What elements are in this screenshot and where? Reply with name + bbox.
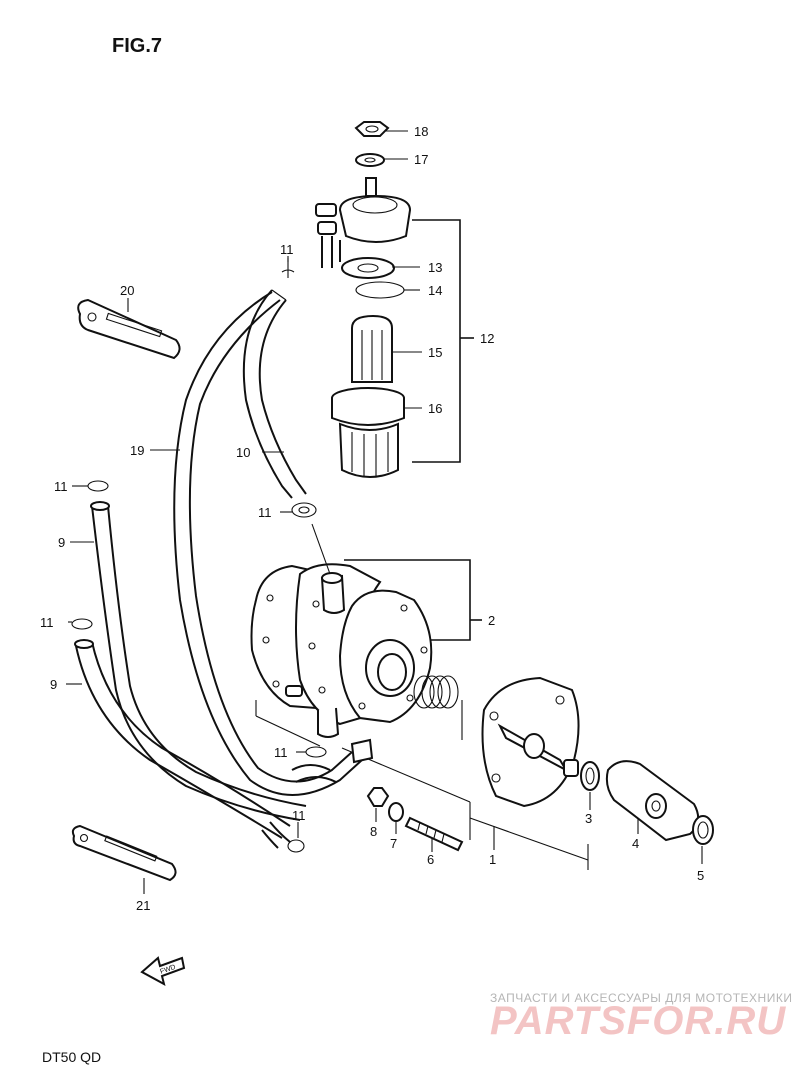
callout-bracket-2 — [344, 559, 471, 641]
gasket-5 — [692, 815, 714, 845]
clip-11-a — [87, 480, 109, 492]
clip-11-e — [287, 839, 305, 853]
callout-5: 5 — [697, 868, 704, 883]
fwd-arrow-icon: FWD — [140, 956, 186, 986]
band-20 — [77, 298, 181, 360]
clip-11-d — [305, 746, 327, 758]
callout-10: 10 — [236, 445, 250, 460]
callout-14: 14 — [428, 283, 442, 298]
callout-20: 20 — [120, 283, 134, 298]
hose-9-lower — [75, 645, 283, 839]
filter-element-15 — [351, 314, 393, 383]
callout-12: 12 — [480, 331, 494, 346]
nut-8 — [366, 787, 390, 807]
watermark-brand: PARTSFOR.RU — [490, 999, 786, 1043]
clip-11-c — [71, 618, 93, 630]
nut-18 — [354, 121, 390, 137]
fitting-lower — [350, 738, 374, 764]
callout-2: 2 — [488, 613, 495, 628]
gasket-3 — [580, 761, 600, 791]
fuel-pump-2 — [250, 523, 433, 738]
callout-11-bottom: 11 — [292, 808, 306, 823]
spring — [413, 675, 459, 709]
callout-11-top: 11 — [280, 242, 294, 257]
washer-7 — [388, 802, 404, 822]
callout-bracket-1 — [255, 700, 589, 870]
hose-9-upper — [91, 505, 301, 821]
callout-19: 19 — [130, 443, 144, 458]
callout-11-low: 11 — [274, 745, 288, 760]
callout-11-left-lower: 11 — [40, 615, 54, 630]
fuel-filter-assembly — [315, 121, 474, 478]
callout-9-upper: 9 — [58, 535, 65, 550]
pump-cover — [481, 676, 580, 808]
callout-11-mid: 11 — [258, 505, 272, 520]
figure-title: FIG.7 — [112, 35, 162, 57]
filter-cup-16 — [331, 387, 405, 478]
seal-13 — [341, 257, 395, 279]
stud-6 — [404, 816, 464, 852]
hose-10 — [258, 299, 307, 495]
valve-plate-4 — [605, 760, 700, 842]
callout-15: 15 — [428, 345, 442, 360]
watermark-tagline: ЗАПЧАСТИ И АКСЕССУАРЫ ДЛЯ МОТОТЕХНИКИ — [490, 991, 792, 1005]
callout-17: 17 — [414, 152, 428, 167]
hose-19 — [173, 291, 363, 796]
o-ring-14 — [355, 281, 405, 299]
callout-7: 7 — [390, 836, 397, 851]
callout-8: 8 — [370, 824, 377, 839]
callout-1: 1 — [489, 852, 496, 867]
clip-11-b — [291, 502, 317, 518]
callout-21: 21 — [136, 898, 150, 913]
callout-11-left-upper: 11 — [54, 479, 68, 494]
callout-3: 3 — [585, 811, 592, 826]
washer-17 — [355, 153, 385, 167]
callout-9-lower: 9 — [50, 677, 57, 692]
callout-18: 18 — [414, 124, 428, 139]
callout-13: 13 — [428, 260, 442, 275]
filter-cap — [315, 177, 412, 268]
band-21 — [71, 824, 177, 882]
callout-bracket-12 — [412, 219, 461, 463]
callout-4: 4 — [632, 836, 639, 851]
model-label: DT50 QD — [42, 1049, 101, 1065]
callout-6: 6 — [427, 852, 434, 867]
callout-16: 16 — [428, 401, 442, 416]
